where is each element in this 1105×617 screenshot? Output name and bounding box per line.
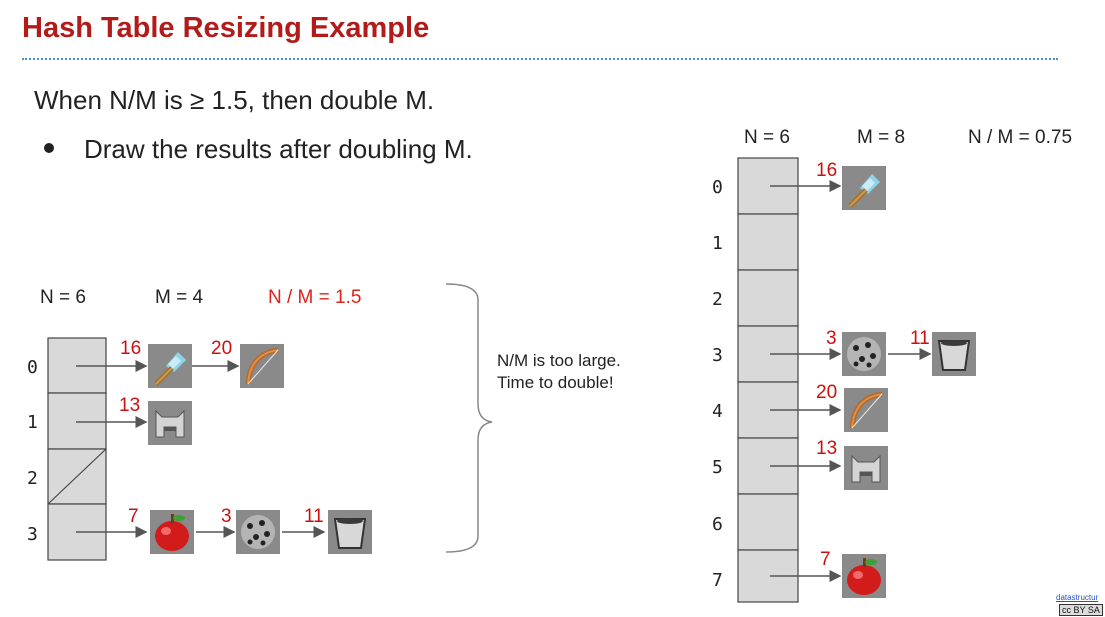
small-key-16: 16 <box>120 338 142 359</box>
large-bucket-1 <box>737 213 799 271</box>
title-divider <box>22 58 1058 60</box>
ore-icon <box>236 510 280 554</box>
bullet-item: Draw the results after doubling M. <box>44 134 473 165</box>
intro-text: When N/M is ≥ 1.5, then double M. <box>34 85 435 115</box>
small-key-3: 3 <box>221 506 232 527</box>
large-key-16: 16 <box>816 160 838 181</box>
large-index-4: 4 <box>712 401 723 422</box>
apple-icon <box>150 510 194 554</box>
large-n-label: N = 6 <box>744 127 790 148</box>
axe-icon <box>148 344 192 388</box>
large-key-13: 13 <box>816 438 838 459</box>
bucket-icon <box>327 509 373 555</box>
null-slash <box>47 448 107 505</box>
bow-icon <box>844 388 888 432</box>
large-index-7: 7 <box>712 570 723 591</box>
small-key-20: 20 <box>211 338 233 359</box>
helmet-icon <box>147 400 193 446</box>
axe-icon <box>842 166 886 210</box>
small-index-2: 2 <box>27 468 38 489</box>
large-index-1: 1 <box>712 233 723 254</box>
large-index-5: 5 <box>712 457 723 478</box>
large-bucket-6 <box>737 493 799 551</box>
large-m-label: M = 8 <box>857 127 906 148</box>
small-n-label: N = 6 <box>40 287 86 308</box>
small-key-13: 13 <box>119 395 141 416</box>
small-key-11: 11 <box>304 506 324 527</box>
large-index-6: 6 <box>712 514 723 535</box>
large-key-3: 3 <box>826 328 837 349</box>
large-index-2: 2 <box>712 289 723 310</box>
license-badge: cc BY SA <box>1059 604 1103 616</box>
large-bucket-2 <box>737 269 799 327</box>
large-index-3: 3 <box>712 345 723 366</box>
small-index-0: 0 <box>27 357 38 378</box>
ore-icon <box>842 332 886 376</box>
large-ratio-label: N / M = 0.75 <box>968 127 1073 148</box>
bucket-icon <box>931 331 977 377</box>
resize-note-line2: Time to double! <box>497 373 614 392</box>
small-index-3: 3 <box>27 524 38 545</box>
large-index-0: 0 <box>712 177 723 198</box>
small-hash-table <box>47 337 107 561</box>
small-ratio-label: N / M = 1.5 <box>268 287 362 308</box>
large-key-7: 7 <box>820 549 831 570</box>
helmet-icon <box>843 445 889 491</box>
footer-link[interactable]: datastructur <box>1056 593 1099 602</box>
bullet-text: Draw the results after doubling M. <box>84 134 473 164</box>
small-m-label: M = 4 <box>155 287 204 308</box>
large-hash-table <box>737 157 799 603</box>
slide-title: Hash Table Resizing Example <box>22 12 430 44</box>
large-key-11: 11 <box>910 328 930 349</box>
bullet-dot-icon <box>44 143 54 154</box>
right-brace <box>445 283 493 553</box>
resize-note-line1: N/M is too large. <box>497 351 621 370</box>
small-index-1: 1 <box>27 412 38 433</box>
apple-icon <box>842 554 886 598</box>
small-key-7: 7 <box>128 506 139 527</box>
small-bucket-1 <box>47 392 107 450</box>
bow-icon <box>240 344 284 388</box>
large-key-20: 20 <box>816 382 838 403</box>
resize-note: N/M is too large. Time to double! <box>497 350 621 394</box>
